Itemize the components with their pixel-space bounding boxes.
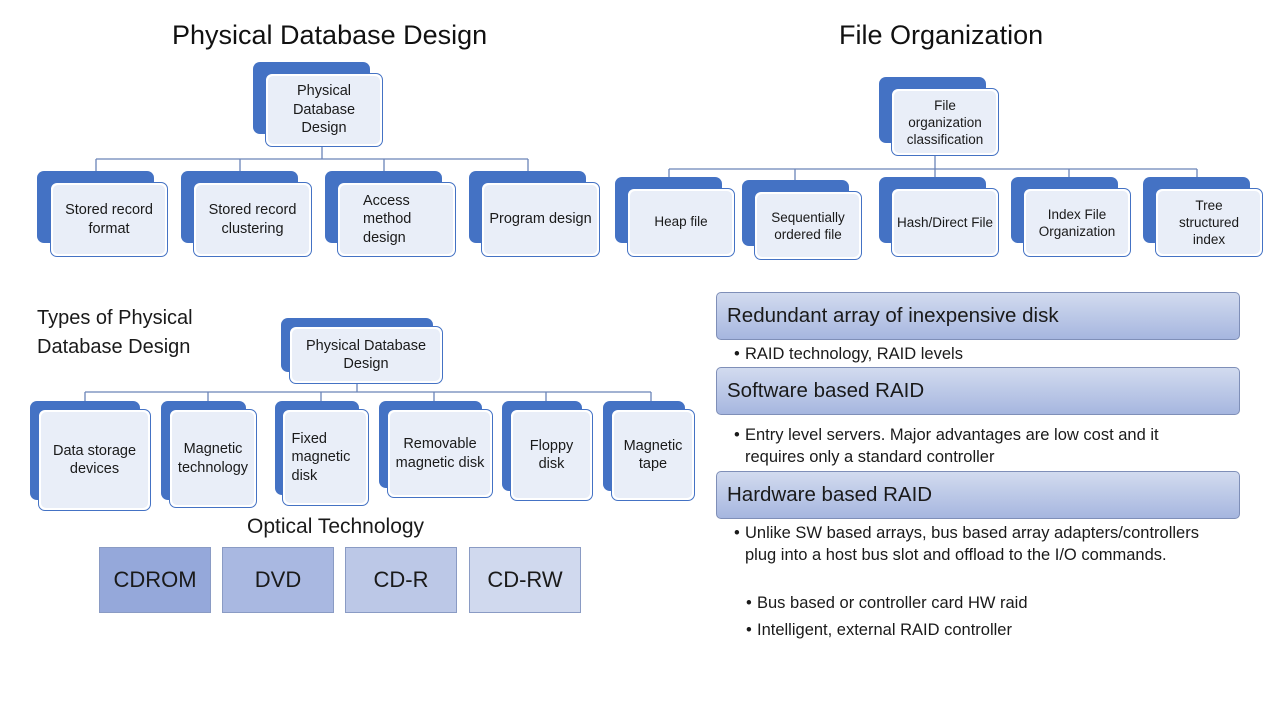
raid-bullet-bus-based: •Bus based or controller card HW raid [746, 594, 1028, 612]
raid-bullet-entry-level: •Entry level servers. Major advantages a… [734, 426, 1159, 466]
title-physical-database-design: Physical Database Design [172, 20, 488, 50]
optical-dvd: DVD [222, 547, 334, 613]
title-file-organization: File Organization [839, 20, 1044, 50]
raid-bar-software-based: Software based RAID [716, 367, 1240, 415]
optical-cdrom: CDROM [99, 547, 211, 613]
raid-bullet-unlike-sw: •Unlike SW based arrays, bus based array… [734, 524, 1199, 564]
title-types-of-physical-design: Types of Physical Database Design [37, 307, 193, 358]
raid-bullet-intelligent: •Intelligent, external RAID controller [746, 621, 1012, 639]
optical-cd-r: CD-R [345, 547, 457, 613]
optical-cd-rw: CD-RW [469, 547, 581, 613]
raid-bar-redundant-array: Redundant array of inexpensive disk [716, 292, 1240, 340]
title-optical-technology: Optical Technology [247, 515, 425, 538]
raid-bullet-technology: •RAID technology, RAID levels [734, 345, 963, 363]
raid-bar-hardware-based: Hardware based RAID [716, 471, 1240, 519]
